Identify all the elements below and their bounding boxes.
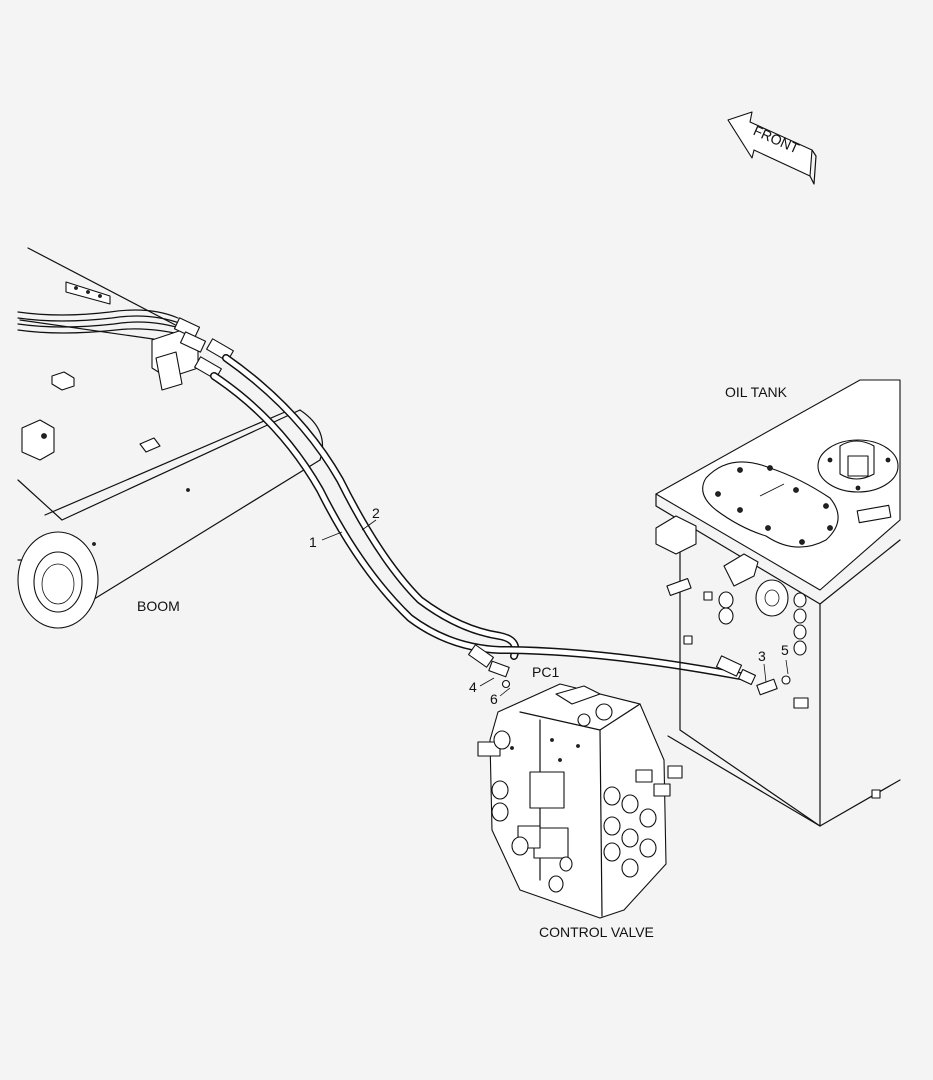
boom-label: BOOM (137, 598, 180, 614)
boom: BOOM (17, 247, 324, 629)
callout-5: 5 (781, 642, 789, 658)
hose-assembly (210, 354, 757, 686)
callout-2: 2 (372, 505, 380, 521)
callout-4: 4 (469, 679, 477, 695)
control-valve: PC1 CONTROL VALVE (477, 664, 683, 940)
control-valve-label: CONTROL VALVE (539, 924, 654, 940)
oil-tank-label: OIL TANK (725, 384, 788, 400)
upper-pipes (17, 309, 234, 391)
tank-fittings (501, 675, 791, 696)
hose-2 (222, 354, 520, 660)
front-arrow: FRONT (727, 111, 817, 185)
callout-3: 3 (758, 648, 766, 664)
oil-tank: OIL TANK (655, 379, 901, 827)
callout-leaders (321, 519, 789, 697)
pc1-label: PC1 (532, 664, 559, 680)
callout-6: 6 (490, 691, 498, 707)
callout-1: 1 (309, 534, 317, 550)
